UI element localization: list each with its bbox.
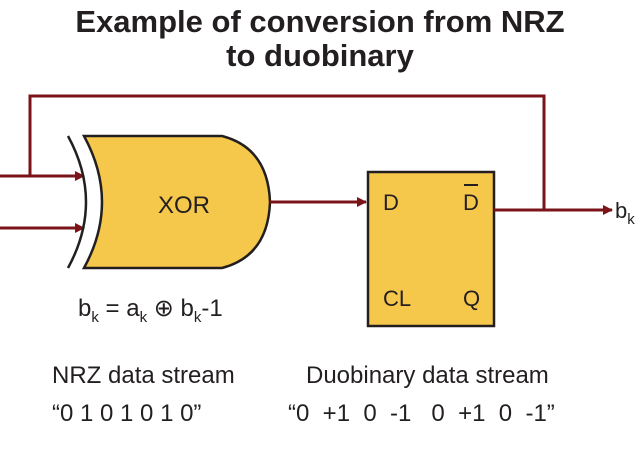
- flip-flop-cl-label: CL: [383, 286, 411, 311]
- nrz-stream-value: “0 1 0 1 0 1 0”: [52, 400, 202, 427]
- flip-flop: D D CL Q: [366, 170, 496, 328]
- xor-gate: XOR: [66, 134, 272, 270]
- diagram-title-line-2: to duobinary: [226, 38, 414, 73]
- nrz-stream-label: NRZ data stream: [52, 362, 235, 389]
- diagram-title-line-1: Example of conversion from NRZ: [75, 4, 565, 39]
- flip-flop-d-label: D: [383, 190, 399, 215]
- duobinary-stream-value: “0 +1 0 -1 0 +1 0 -1”: [288, 400, 555, 427]
- xor-equation: bk = ak ⊕ bk-1: [78, 295, 223, 326]
- duobinary-stream-label: Duobinary data stream: [306, 362, 549, 389]
- output-label: bk: [615, 198, 635, 228]
- flip-flop-q-label: Q: [463, 286, 480, 311]
- feedback-wire: [28, 94, 546, 210]
- flip-flop-dbar-label: D: [463, 190, 479, 215]
- xor-gate-label: XOR: [158, 192, 210, 219]
